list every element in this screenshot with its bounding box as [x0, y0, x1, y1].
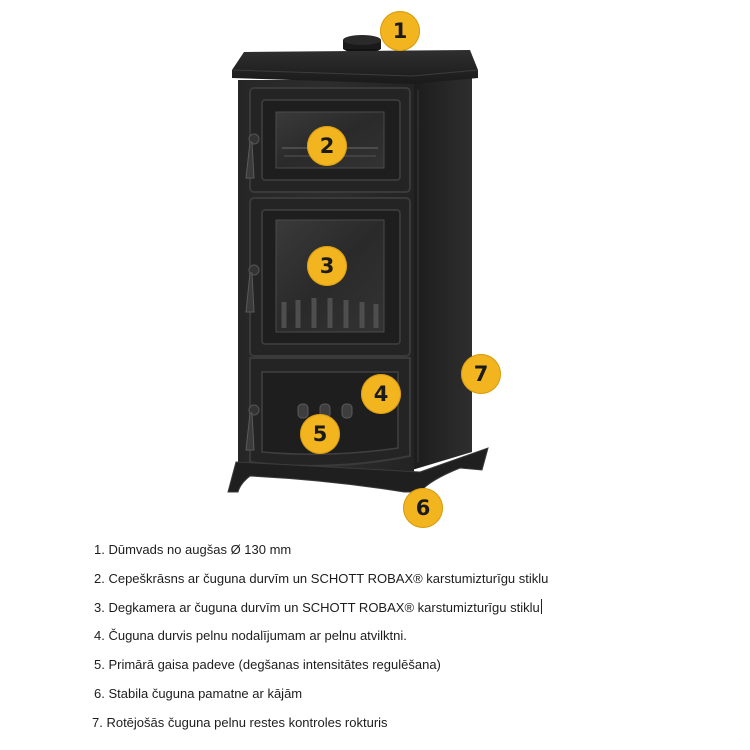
- callout-badge-3: 3: [307, 246, 347, 286]
- legend-item-4: 4. Čuguna durvis pelnu nodalījumam ar pe…: [94, 628, 407, 643]
- oven-door-handle: [245, 133, 260, 179]
- legend-item-7: 7. Rotējošās čuguna pelnu restes kontrol…: [92, 715, 388, 730]
- stove-top-plate: [232, 50, 478, 84]
- primary-air-vents: [297, 403, 353, 419]
- ash-door-handle: [245, 404, 260, 451]
- legend-item-5: 5. Primārā gaisa padeve (degšanas intens…: [94, 657, 441, 672]
- flue-collar: [343, 35, 381, 53]
- callout-badge-7: 7: [461, 354, 501, 394]
- callout-badge-1: 1: [380, 11, 420, 51]
- legend-item-3: 3. Degkamera ar čuguna durvīm un SCHOTT …: [94, 599, 542, 615]
- callout-badge-5: 5: [300, 414, 340, 454]
- firebox-door-handle: [245, 264, 260, 313]
- stove-side-panel: [412, 76, 472, 470]
- stove-base-legs: [227, 447, 489, 493]
- stove-figure: 1 2 3 4 5 6 7: [227, 11, 501, 528]
- text-cursor: [540, 599, 542, 614]
- legend-item-3-text: 3. Degkamera ar čuguna durvīm un SCHOTT …: [94, 600, 540, 615]
- callout-badge-6: 6: [403, 488, 443, 528]
- legend-item-2: 2. Cepeškrāsns ar čuguna durvīm un SCHOT…: [94, 571, 549, 586]
- callout-badge-4: 4: [361, 374, 401, 414]
- callout-badge-2: 2: [307, 126, 347, 166]
- legend-item-6: 6. Stabila čuguna pamatne ar kājām: [94, 686, 303, 701]
- stove-illustration: [227, 35, 489, 493]
- legend-item-1: 1. Dūmvads no augšas Ø 130 mm: [94, 542, 292, 557]
